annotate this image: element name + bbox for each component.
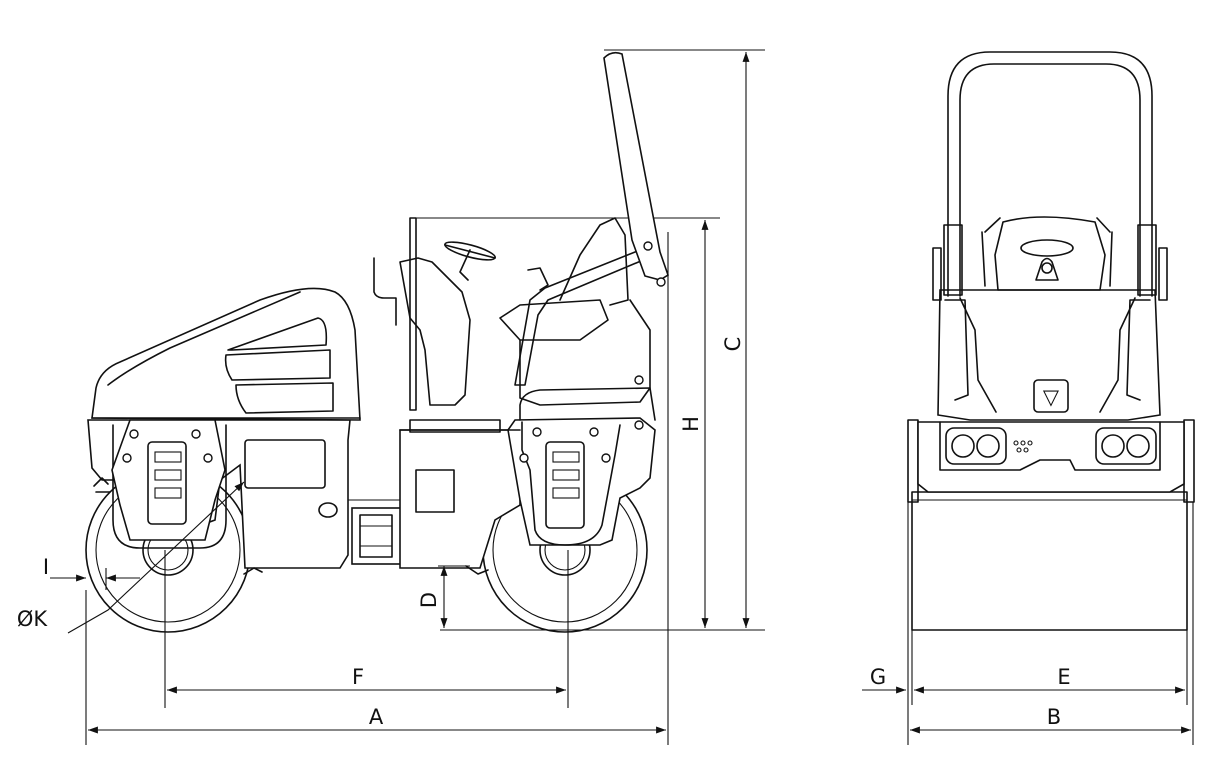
side-view	[85, 49, 765, 633]
label-e: E	[1057, 665, 1070, 689]
front-scraper	[465, 565, 489, 575]
rops-bar	[603, 49, 765, 287]
label-c: C	[721, 337, 745, 352]
logo-icon: ▽	[1043, 385, 1060, 409]
dimension-labels: A F B E G I ØK C H D	[17, 337, 1071, 729]
operator-station	[373, 217, 720, 411]
horn-grille	[1013, 440, 1033, 453]
logo-badge	[1033, 379, 1069, 413]
rear-chassis	[87, 419, 400, 569]
left-frame	[907, 419, 919, 503]
label-h: H	[679, 416, 703, 432]
front-view: ▽	[907, 51, 1195, 631]
label-g: G	[870, 665, 886, 689]
dimension-lines	[50, 52, 1194, 745]
front-rops-bar	[947, 51, 1153, 297]
engine-hood	[91, 287, 361, 421]
label-b: B	[1047, 705, 1061, 729]
right-frame	[1183, 419, 1195, 503]
rear-scraper-2	[243, 567, 263, 575]
label-k: ØK	[17, 607, 49, 631]
label-a: A	[369, 705, 384, 729]
articulation-joint	[351, 507, 423, 565]
label-d: D	[417, 592, 441, 608]
dim-k-leader	[67, 481, 245, 634]
rear-scraper	[93, 477, 111, 493]
label-i: I	[43, 555, 49, 579]
front-chassis	[399, 387, 656, 569]
front-view-drum	[911, 491, 1188, 631]
label-f: F	[352, 665, 364, 689]
